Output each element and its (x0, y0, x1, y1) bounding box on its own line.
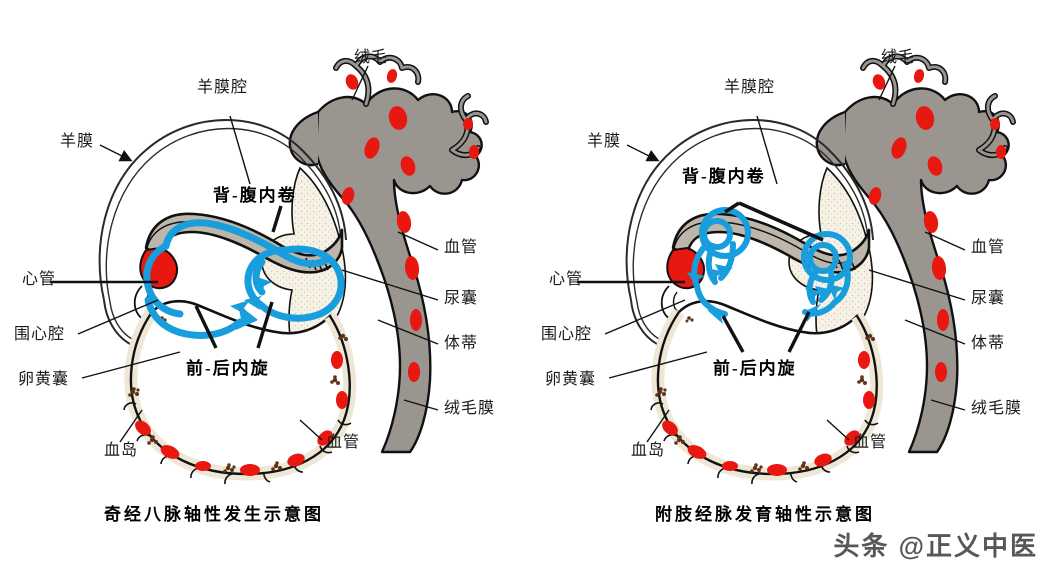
label-vessel-bottom: 血管 (326, 434, 361, 451)
label-chorion: 绒毛膜 (971, 400, 1023, 417)
label-pericardial-cavity: 围心腔 (541, 326, 593, 343)
yolk-sac (123, 299, 357, 485)
left-diagram-figure (50, 53, 489, 485)
label-vessel-bottom: 血管 (853, 434, 888, 451)
right-panel-caption: 附肢经脉发育轴性示意图 (655, 505, 875, 524)
blue-arrowheads (687, 264, 845, 324)
label-pericardial-cavity: 围心腔 (14, 326, 66, 343)
label-amniotic-cavity: 羊膜腔 (724, 79, 776, 96)
label-yolk-sac: 卵黄囊 (18, 371, 70, 388)
label-heart-tube: 心管 (22, 271, 57, 288)
label-body-stalk: 体蒂 (971, 335, 1006, 352)
label-vessel-right: 血管 (444, 239, 479, 256)
chorion-body (288, 53, 489, 454)
label-allantois: 尿囊 (971, 290, 1006, 307)
watermark-text: 头条 @正义中医 (833, 531, 1038, 561)
left-diagram-panel: 羊膜腔 羊膜 绒毛 心管 围心腔 卵黄囊 血岛 血管 血管 尿囊 体蒂 绒毛膜 … (14, 49, 496, 525)
label-vessel-right: 血管 (971, 239, 1006, 256)
blue-arrowheads (230, 276, 272, 330)
label-dorsoventral-infolding: 背-腹内卷 (213, 186, 297, 205)
label-amnion: 羊膜 (587, 133, 622, 150)
label-villi: 绒毛 (354, 49, 389, 66)
label-chorion: 绒毛膜 (444, 400, 496, 417)
right-diagram-panel: 羊膜腔 羊膜 绒毛 心管 围心腔 卵黄囊 血岛 血管 血管 尿囊 体蒂 绒毛膜 … (527, 0, 1054, 573)
amnion-membrane (625, 119, 874, 345)
label-anteroposterior-rotation: 前-后内旋 (713, 359, 797, 378)
label-yolk-sac: 卵黄囊 (545, 371, 597, 388)
yolk-sac (650, 299, 884, 485)
label-dorsoventral-infolding: 背-腹内卷 (682, 167, 766, 186)
label-body-stalk: 体蒂 (444, 335, 479, 352)
right-diagram-figure (527, 0, 1054, 573)
label-anteroposterior-rotation: 前-后内旋 (186, 359, 270, 378)
amnion-membrane (98, 119, 347, 345)
label-amnion: 羊膜 (60, 133, 95, 150)
label-amniotic-cavity: 羊膜腔 (197, 79, 249, 96)
label-blood-island: 血岛 (631, 442, 666, 459)
label-blood-island: 血岛 (104, 442, 139, 459)
leader-lines (577, 65, 966, 443)
label-heart-tube: 心管 (549, 271, 584, 288)
leader-lines (50, 65, 439, 443)
label-allantois: 尿囊 (444, 290, 479, 307)
left-panel-caption: 奇经八脉轴性发生示意图 (104, 505, 324, 524)
label-villi: 绒毛 (881, 49, 916, 66)
